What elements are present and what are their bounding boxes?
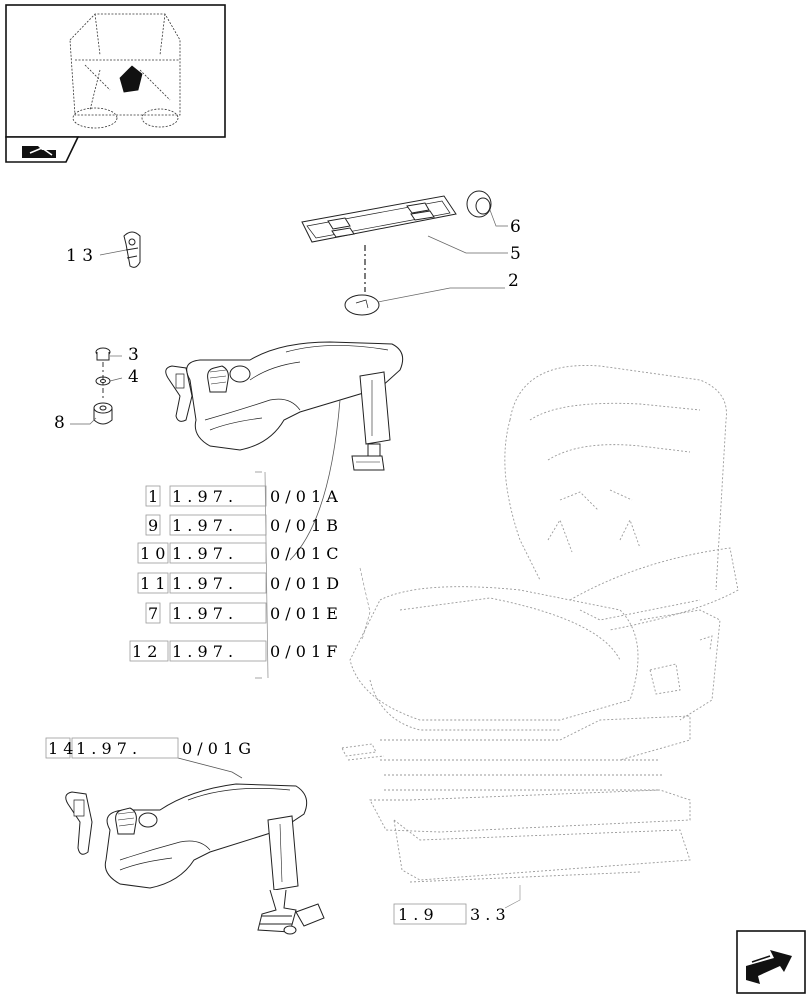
svg-text:0 / 0 1 C: 0 / 0 1 C <box>270 544 339 563</box>
svg-text:1 . 9 7 .: 1 . 9 7 . <box>172 516 233 535</box>
svg-text:0 / 0 1 D: 0 / 0 1 D <box>270 574 339 593</box>
svg-text:0 / 0 1 G: 0 / 0 1 G <box>182 739 251 758</box>
svg-text:1 . 9: 1 . 9 <box>398 905 434 924</box>
callout-3: 3 <box>128 345 139 365</box>
section-folder-icon <box>22 146 56 158</box>
ref-row-seat[interactable]: 1 . 9 3 . 3 <box>398 905 506 924</box>
ref-row-b[interactable]: 9 1 . 9 7 . 0 / 0 1 B <box>148 516 338 535</box>
svg-text:1 . 9 7 .: 1 . 9 7 . <box>172 574 233 593</box>
ref-row-g[interactable]: 1 4 1 . 9 7 . 0 / 0 1 G <box>48 739 251 758</box>
thumbnail-frame[interactable] <box>5 4 226 163</box>
part-5-control-plate <box>301 195 457 243</box>
part-2-disc <box>344 294 380 316</box>
ref-row-c[interactable]: 1 0 1 . 9 7 . 0 / 0 1 C <box>140 544 339 563</box>
callout-6: 6 <box>510 217 521 237</box>
svg-text:1 0: 1 0 <box>140 544 165 563</box>
svg-text:7: 7 <box>148 604 158 623</box>
callout-13: 1 3 <box>66 246 93 266</box>
callout-4: 4 <box>128 367 139 387</box>
svg-text:9: 9 <box>148 516 158 535</box>
armrest-upper <box>165 341 404 471</box>
svg-text:3 . 3: 3 . 3 <box>470 905 506 924</box>
svg-text:0 / 0 1 E: 0 / 0 1 E <box>270 604 338 623</box>
svg-text:1 . 9 7 .: 1 . 9 7 . <box>172 544 233 563</box>
part-3-screw <box>95 347 111 361</box>
callout-5: 5 <box>510 244 521 264</box>
part-13-clip <box>123 231 141 268</box>
svg-text:1: 1 <box>148 487 158 506</box>
svg-text:1 2: 1 2 <box>132 642 157 661</box>
svg-text:0 / 0 1 A: 0 / 0 1 A <box>270 487 338 506</box>
part-6-cap <box>466 190 492 218</box>
svg-text:1 1: 1 1 <box>140 574 165 593</box>
callout-8: 8 <box>54 413 65 433</box>
ref-boxes <box>45 485 467 925</box>
callout-2: 2 <box>508 271 519 291</box>
svg-text:1 4: 1 4 <box>48 739 73 758</box>
ref-row-e[interactable]: 7 1 . 9 7 . 0 / 0 1 E <box>148 604 338 623</box>
seat-assembly-ghost <box>341 365 739 883</box>
svg-text:0 / 0 1 B: 0 / 0 1 B <box>270 516 338 535</box>
armrest-lower <box>65 783 325 935</box>
svg-text:1 . 9 7 .: 1 . 9 7 . <box>172 487 233 506</box>
ref-row-f[interactable]: 1 2 1 . 9 7 . 0 / 0 1 F <box>132 642 337 661</box>
ref-row-a[interactable]: 1 1 . 9 7 . 0 / 0 1 A <box>148 487 338 506</box>
tractor-cab-thumbnail <box>69 13 181 129</box>
svg-text:1 . 9 7 .: 1 . 9 7 . <box>76 739 137 758</box>
svg-text:1 . 9 7 .: 1 . 9 7 . <box>172 642 233 661</box>
next-page-arrow-icon[interactable] <box>736 930 806 994</box>
part-8-nut <box>93 402 113 425</box>
svg-text:0 / 0 1 F: 0 / 0 1 F <box>270 642 337 661</box>
svg-text:1 . 9 7 .: 1 . 9 7 . <box>172 604 233 623</box>
ref-row-d[interactable]: 1 1 1 . 9 7 . 0 / 0 1 D <box>140 574 339 593</box>
